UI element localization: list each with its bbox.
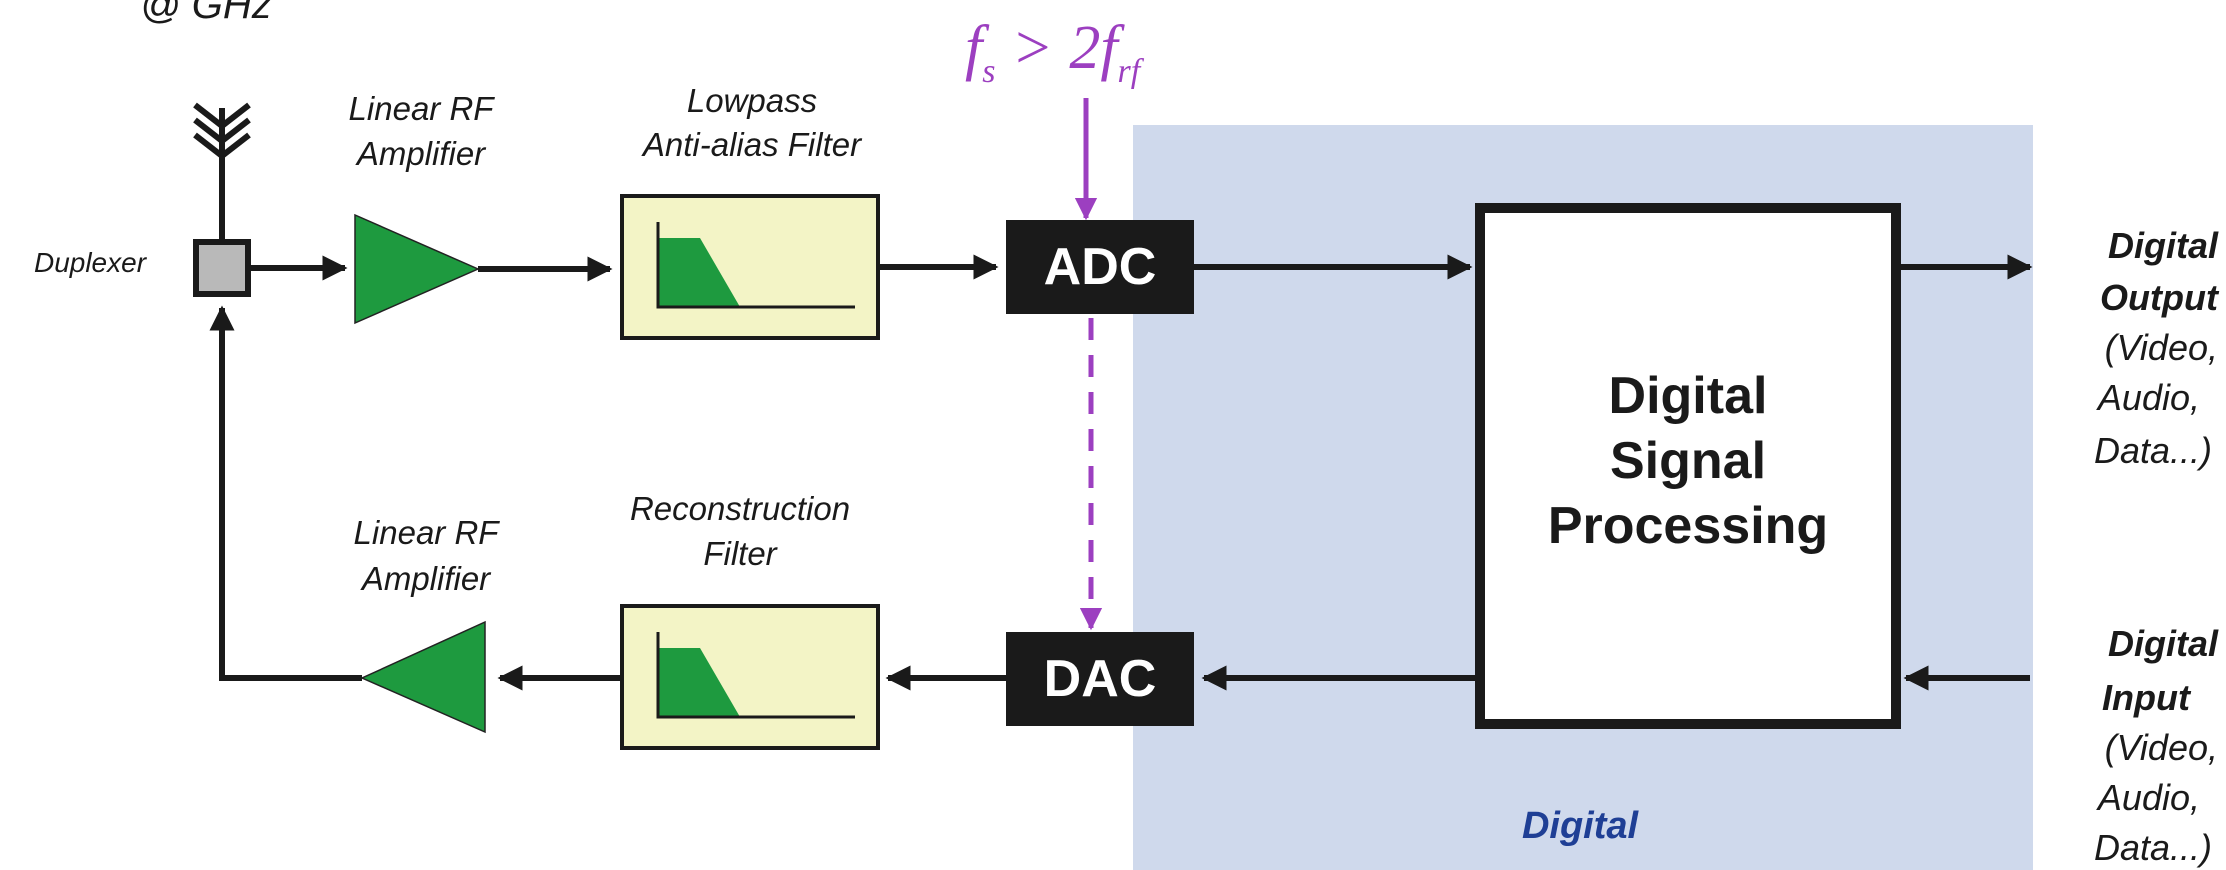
digital-input-label-line2: Input — [2102, 677, 2192, 718]
adc-block — [1006, 220, 1194, 314]
digital-output-label-line2: Output — [2100, 277, 2220, 318]
digital-output-label-line3: (Video, — [2105, 327, 2218, 368]
reconstruction-filter-label-line2: Filter — [703, 535, 778, 572]
lowpass-response-icon — [658, 238, 740, 307]
adc-label: ADC — [1044, 238, 1157, 296]
duplexer-label: Duplexer — [34, 247, 148, 278]
lowpass-filter-label-line2: Anti-alias Filter — [641, 126, 863, 163]
dsp-label-line2: Signal — [1610, 432, 1766, 490]
rx-amplifier-label-line2: Amplifier — [355, 135, 487, 172]
digital-output-label-line1: Digital — [2108, 225, 2219, 266]
reconstruction-filter-label-line1: Reconstruction — [630, 490, 850, 527]
digital-input-label-line4: Audio, — [2096, 777, 2200, 818]
sampling-condition: fs>2frf — [965, 14, 1145, 90]
antenna-icon — [193, 102, 251, 245]
digital-input-label-line5: Data...) — [2094, 827, 2212, 868]
dac-label: DAC — [1044, 650, 1157, 708]
reconstruction-response-icon — [658, 648, 740, 717]
tx-amplifier-icon — [360, 620, 486, 734]
reconstruction-filter-block — [620, 604, 880, 750]
rx-amplifier-icon — [354, 213, 480, 325]
wire-amp-to-duplexer — [209, 305, 362, 681]
frequency-label: @ GHz — [140, 0, 272, 27]
digital-input-label-line1: Digital — [2108, 623, 2219, 664]
digital-region-label: Digital — [1522, 805, 1640, 847]
lowpass-filter-label-line1: Lowpass — [687, 82, 817, 119]
rx-amplifier-label-line1: Linear RF — [349, 90, 496, 127]
dsp-label-line3: Processing — [1548, 497, 1828, 555]
digital-output-label-line4: Audio, — [2096, 377, 2200, 418]
digital-input-label-line3: (Video, — [2105, 727, 2218, 768]
dac-block — [1006, 632, 1194, 726]
digital-output-label-line5: Data...) — [2094, 430, 2212, 471]
lowpass-filter-block — [620, 194, 880, 340]
tx-amplifier-label-line1: Linear RF — [354, 514, 501, 551]
dsp-label-line1: Digital — [1609, 367, 1768, 425]
dsp-block — [1475, 203, 1901, 729]
tx-amplifier-label-line2: Amplifier — [360, 560, 492, 597]
duplexer-block — [193, 239, 251, 297]
